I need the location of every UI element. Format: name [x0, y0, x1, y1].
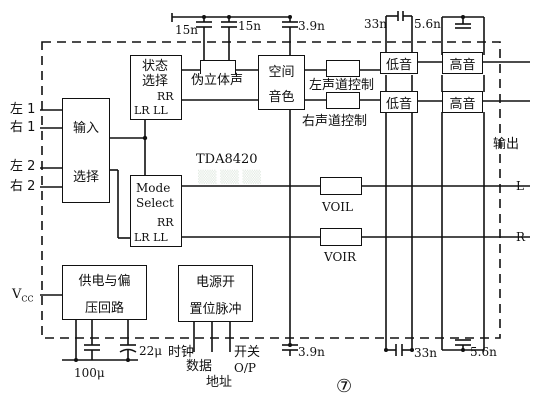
mode-select-rr: RR — [157, 216, 174, 229]
voil-box — [320, 177, 362, 195]
spatial-block: 空间 音色 — [258, 55, 305, 110]
voir-label: VOIR — [324, 250, 357, 264]
cap-100u-label: 100μ — [74, 366, 105, 380]
voil-label: VOIL — [322, 200, 354, 214]
output-r-label: R — [516, 230, 526, 244]
cap-33n-top-label: 33n — [364, 17, 387, 31]
cap-5-6n-top-label: 5.6n — [414, 17, 441, 31]
vcc-subscript: CC — [21, 294, 34, 304]
input-left1-label: 左 1 — [10, 102, 36, 117]
treble-top-block: 高音 — [442, 52, 483, 74]
state-select-rr: RR — [157, 90, 174, 103]
chip-label: TDA8420 — [196, 152, 258, 167]
mode-select-line2: Select — [136, 196, 174, 210]
pseudo-stereo-label: 伪立体声 — [189, 73, 246, 88]
power-reset-block: 电源开 置位脉冲 — [178, 265, 253, 322]
input-right1-label: 右 1 — [10, 120, 36, 135]
power-bias-line1: 供电与偏 — [78, 273, 131, 289]
cap-3-9n-bottom-label: 3.9n — [298, 345, 325, 359]
figure-number: ⑦ — [336, 376, 353, 397]
state-select-block: 状态 选择 RR LR LL — [130, 55, 182, 120]
cap-15n-right-label: 15n — [238, 19, 261, 33]
output-label: 输出 — [493, 137, 520, 152]
voir-box — [320, 228, 362, 246]
mode-select-block: Mode Select RR LR LL — [130, 175, 182, 247]
power-reset-line1: 电源开 — [195, 274, 235, 290]
input-select-block: 输入 选择 — [62, 98, 110, 203]
address-label: 地址 — [206, 375, 233, 390]
clock-label: 时钟 — [168, 345, 195, 360]
spatial-line2: 音色 — [268, 89, 295, 105]
left-channel-control-label: 左声道控制 — [307, 78, 377, 93]
output-l-label: L — [516, 179, 524, 193]
input-select-line1: 输入 — [72, 120, 99, 136]
input-left2-label: 左 2 — [10, 159, 36, 174]
cap-3-9n-top-label: 3.9n — [298, 19, 325, 33]
right-channel-control-label: 右声道控制 — [302, 114, 368, 129]
switch-label: 开关 — [234, 345, 261, 360]
op-label: O/P — [234, 361, 256, 375]
input-select-line2: 选择 — [72, 169, 99, 185]
left-channel-control-box — [326, 60, 360, 77]
vcc-main: V — [12, 287, 22, 302]
spatial-line1: 空间 — [268, 64, 295, 80]
mode-select-line1: Mode — [136, 181, 171, 195]
mode-select-lr-ll: LR LL — [134, 231, 168, 244]
treble-mid-block: 高音 — [442, 91, 483, 113]
state-select-lr-ll: LR LL — [134, 104, 168, 117]
data-label: 数据 — [186, 359, 213, 374]
vcc-label: VCC — [12, 288, 34, 304]
cap-33n-bottom-label: 33n — [414, 346, 437, 360]
cap-15n-left-label: 15n — [175, 23, 198, 37]
power-bias-block: 供电与偏 压回路 — [62, 265, 147, 320]
power-reset-line2: 置位脉冲 — [189, 301, 242, 317]
cap-5-6n-bottom-label: 5.6n — [470, 345, 497, 359]
input-right2-label: 右 2 — [10, 179, 36, 194]
state-select-line1: 状态 — [142, 59, 169, 74]
power-bias-line2: 压回路 — [84, 300, 124, 316]
cap-22u-label: 22μ — [139, 344, 163, 358]
bass-mid-block: 低音 — [380, 91, 418, 113]
state-select-line2: 选择 — [142, 74, 169, 89]
right-channel-control-box — [326, 92, 360, 109]
watermark: ▒▒ ▒▒ ▒▒ — [198, 170, 261, 184]
bass-top-block: 低音 — [380, 52, 418, 74]
chip-boundary — [41, 41, 501, 339]
